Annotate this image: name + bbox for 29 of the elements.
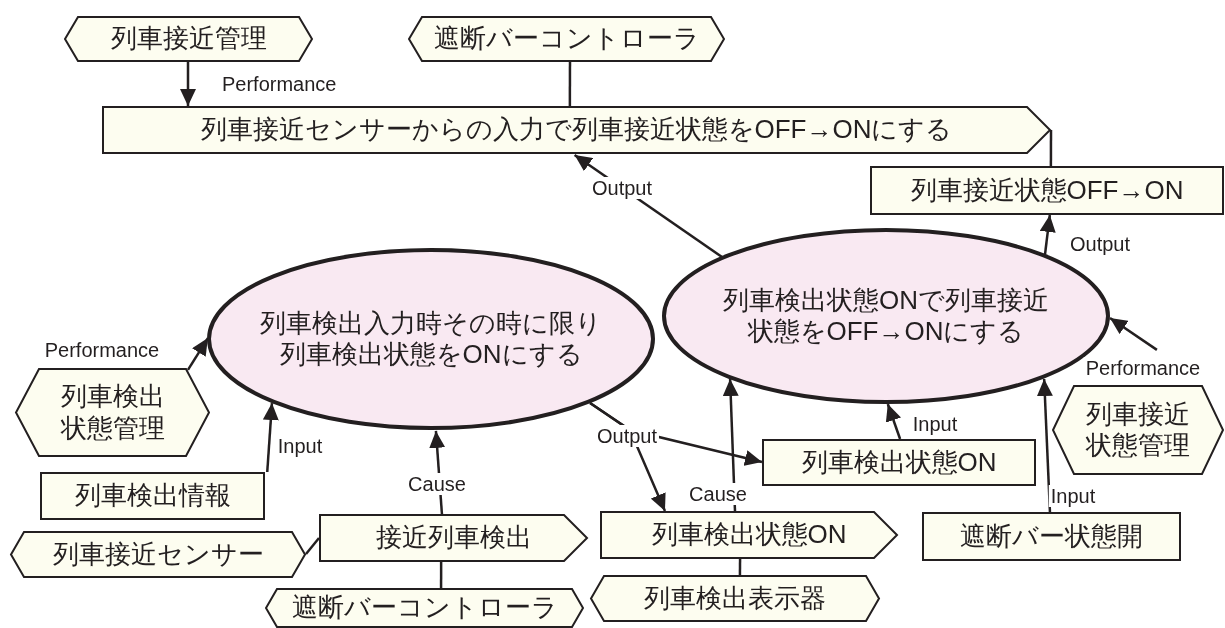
agent-hexagon: 遮断バーコントローラ: [408, 16, 725, 62]
agent-hexagon: 遮断バーコントローラ: [265, 588, 584, 628]
arrow: [1039, 214, 1056, 255]
state-box: 列車検出情報: [40, 472, 265, 520]
function-pentagon: 接近列車検出: [319, 514, 588, 562]
arrow: [1109, 316, 1158, 351]
arrow: [262, 402, 279, 473]
agent-hexagon: 列車接近管理: [64, 16, 313, 62]
state-box: 遮断バー状態開: [922, 512, 1181, 561]
connector-line: [439, 562, 443, 588]
edge-label: Input: [1048, 485, 1098, 507]
arrow: [885, 403, 902, 440]
state-box: 列車検出状態ON: [762, 439, 1036, 486]
agent-hexagon: 列車検出表示器: [590, 575, 880, 622]
edge-label: Cause: [406, 473, 468, 495]
arrow: [180, 62, 196, 106]
agent-hexagon: 列車接近センサー: [10, 531, 306, 578]
agent-hexagon: 列車接近状態管理: [1052, 385, 1224, 475]
edge-label: Cause: [687, 483, 749, 505]
state-box: 列車接近状態OFF→ON: [870, 166, 1224, 215]
function-pentagon: 列車検出状態ON: [600, 511, 898, 559]
process-ellipse: 列車検出入力時その時に限り列車検出状態をONにする: [207, 248, 655, 430]
agent-hexagon: 列車検出状態管理: [15, 368, 210, 457]
connector-line: [568, 62, 572, 106]
edge-label: Output: [595, 425, 659, 447]
edge-label: Output: [590, 177, 654, 199]
connector-line: [305, 537, 320, 555]
arrow: [186, 337, 209, 371]
connector-line: [1049, 130, 1053, 166]
